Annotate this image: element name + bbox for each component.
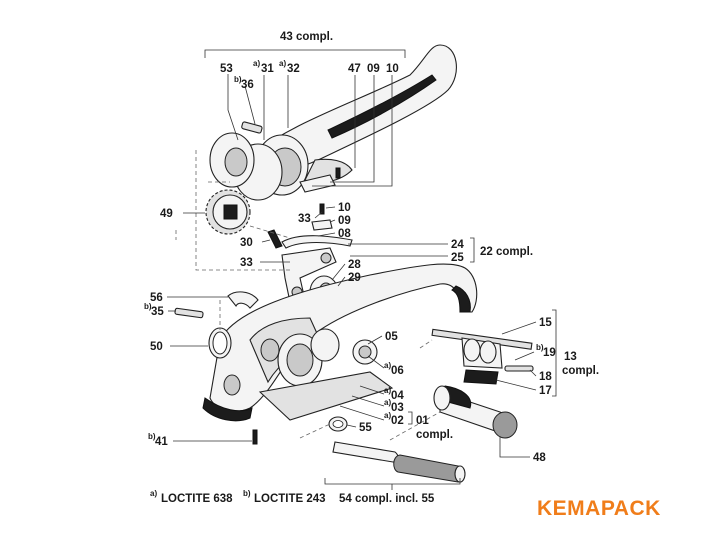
pin-35 [174,307,204,319]
label-32-sup: a) [279,59,286,68]
label-31-sup: a) [253,59,260,68]
sprocket-wheel [205,189,251,235]
label-06-sup: a) [384,361,391,370]
ring-55 [328,416,348,432]
label-10-top: 10 [386,63,399,75]
label-18: 18 [539,371,552,383]
label-41-sup: b) [148,432,156,441]
label-28: 28 [348,259,361,271]
label-22: 22 compl. [480,246,533,258]
label-03-sup: a) [384,398,391,407]
label-10: 10 [338,202,351,214]
pin-36 [241,121,263,134]
label-55: 55 [359,422,372,434]
label-17: 17 [539,385,552,397]
label-15: 15 [539,317,552,329]
label-54: 54 compl. incl. 55 [339,493,435,505]
label-48: 48 [533,452,546,464]
label-06: 06 [391,365,404,377]
note-b-text: LOCTITE 243 [254,493,326,505]
screw-41 [252,429,258,445]
label-32: 32 [287,63,300,75]
label-24: 24 [451,239,464,251]
label-02-sup: a) [384,411,391,420]
label-53: 53 [220,63,233,75]
leader-lines [167,49,557,490]
assembly-guide-lines [175,150,441,441]
label-49: 49 [160,208,173,220]
label-05: 05 [385,331,398,343]
sleeve-54 [332,441,466,483]
snap-ring-50 [208,327,232,359]
label-13: 13 [564,351,577,363]
ring-56 [227,291,259,309]
label-25: 25 [451,252,464,264]
label-56: 56 [150,292,163,304]
pawl-disc [209,132,255,188]
note-a-marker: a) [150,489,157,498]
label-36-sup: b) [234,75,242,84]
label-19-sup: b) [536,343,544,352]
label-36: 36 [241,79,254,91]
pawl-parts [281,167,353,249]
label-47: 47 [348,63,361,75]
label-30: 30 [240,237,253,249]
handle-grip [433,385,518,439]
base-frame [202,263,478,422]
label-13-compl: compl. [562,365,599,377]
brand-logo: KEMAPACK [537,497,661,520]
cutter-unit [431,328,534,385]
spring-30 [267,229,283,249]
label-09-top: 09 [367,63,380,75]
label-09: 09 [338,215,351,227]
label-01: 01 [416,415,429,427]
label-29: 29 [348,272,361,284]
label-02: 02 [391,415,404,427]
label-43: 43 compl. [280,31,333,43]
label-33b: 33 [240,257,253,269]
note-b-marker: b) [243,489,251,498]
part-labels: 43 compl. 53 a) 31 a) 32 47 09 10 b) 36 … [144,31,599,505]
label-19: 19 [543,347,556,359]
label-33a: 33 [298,213,311,225]
tensioner-lever [233,44,457,201]
label-01-compl: compl. [416,429,453,441]
label-35: 35 [151,306,164,318]
footnotes: a) LOCTITE 638 b) LOCTITE 243 [150,489,326,505]
label-04: 04 [391,390,404,402]
label-50: 50 [150,341,163,353]
label-04-sup: a) [384,386,391,395]
label-31: 31 [261,63,274,75]
note-a-text: LOCTITE 638 [161,493,233,505]
label-08: 08 [338,228,351,240]
label-03: 03 [391,402,404,414]
label-35-sup: b) [144,302,152,311]
label-41: 41 [155,436,168,448]
